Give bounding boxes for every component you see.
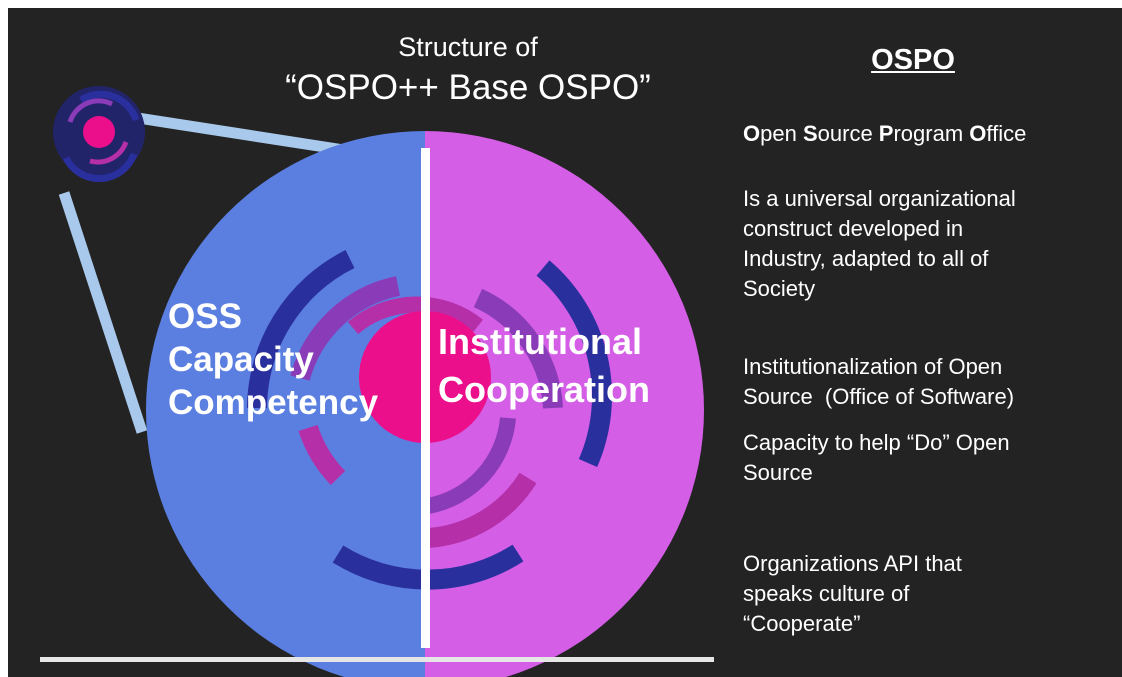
left-label-line: Capacity [168,340,314,379]
connector-line-top [137,112,345,156]
concentric-rings [247,250,612,590]
acronym-rest: pen [760,121,803,146]
bottom-rule [40,657,714,662]
paragraph-line: Source [743,460,813,485]
ospo-definition: Open Source Program Office [743,119,1115,149]
paragraph-line: Capacity to help “Do” Open [743,430,1010,455]
acronym-rest: ffice [986,121,1027,146]
institutional-cooperation-label: Institutional Cooperation [438,318,650,414]
ospo-paragraph-api: Organizations API that speaks culture of… [743,549,1115,639]
ospo-structure-diagram [53,86,704,677]
ospo-paragraph-capacity: Capacity to help “Do” Open Source [743,428,1115,488]
left-label-line: Competency [168,383,379,422]
ospo-paragraph-universal: Is a universal organizational construct … [743,184,1115,304]
connector-line-bottom [58,191,148,434]
paragraph-line: Institutionalization of Open [743,354,1003,379]
slide-title-line-2: “OSPO++ Base OSPO” [285,68,651,107]
left-half-circle [146,131,425,677]
right-label-line: Cooperation [438,369,650,410]
left-label-line: OSS [168,297,242,336]
acronym-initial: O [969,121,987,146]
right-label-line: Institutional [438,321,642,362]
vertical-divider [421,148,430,648]
right-half-circle [425,131,704,677]
slide-title-line-1: Structure of [398,32,538,62]
paragraph-line: Is a universal organizational [743,186,1016,211]
acronym-rest: rogram [893,121,970,146]
paragraph-line: Society [743,276,816,301]
acronym-initial: P [878,121,894,146]
paragraph-line: Organizations API that [743,551,962,576]
paragraph-line: speaks culture of [743,581,910,606]
small-ospo-icon [53,86,145,183]
paragraph-line: construct developed in [743,216,964,241]
acronym-initial: O [743,121,761,146]
acronym-initial: S [802,121,818,146]
ospo-heading: OSPO [871,44,955,76]
ospo-paragraph-institutionalization: Institutionalization of Open Source (Off… [743,352,1115,412]
slide: Structure of “OSPO++ Base OSPO” OSS Capa… [8,8,1122,677]
paragraph-line: Source (Office of Software) [743,384,1015,409]
oss-capacity-label: OSS Capacity Competency [168,295,378,424]
paragraph-line: “Cooperate” [743,611,861,636]
acronym-rest: ource [817,121,879,146]
paragraph-line: Industry, adapted to all of [743,246,989,271]
